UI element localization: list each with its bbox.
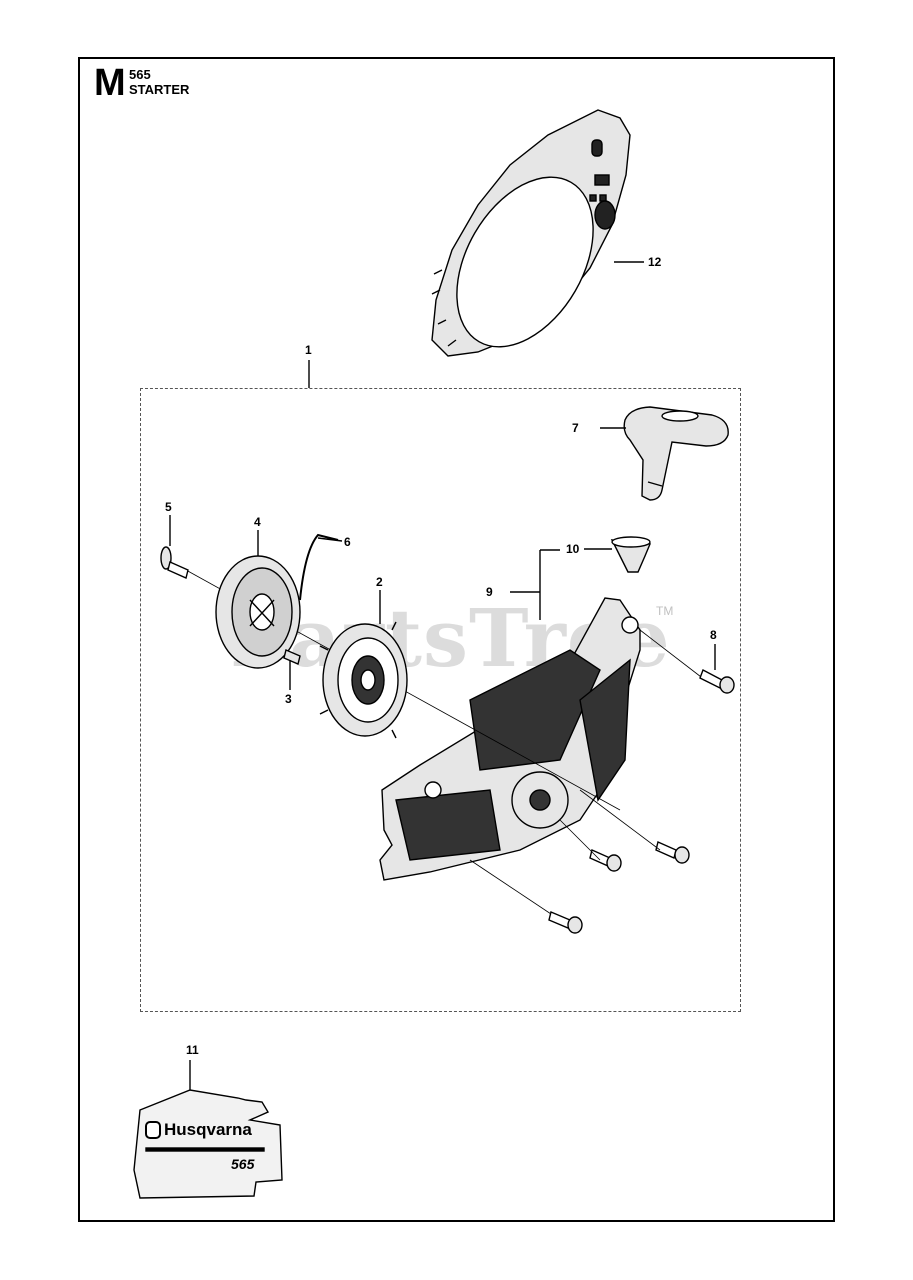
callout-12: 12: [648, 255, 662, 269]
callout-7: 7: [572, 421, 579, 435]
part-7-starter-handle: [623, 406, 729, 501]
part-5-screw: [160, 546, 189, 579]
section-letter: M: [94, 62, 126, 104]
callout-10: 10: [566, 542, 580, 556]
model-number: 565: [129, 67, 151, 82]
part-11-decal: [133, 1089, 283, 1199]
section-title: STARTER: [129, 82, 190, 97]
diagram-frame: [78, 57, 835, 1222]
callout-5: 5: [165, 500, 172, 514]
part-4-spring-cassette: [215, 555, 301, 669]
callout-9: 9: [486, 585, 493, 599]
part-2-pulley: [319, 621, 408, 739]
decal-model-text: 565: [231, 1156, 255, 1172]
callout-6: 6: [344, 535, 351, 549]
part-9-starter-cover: [379, 597, 641, 881]
part-12-fan-housing: [431, 109, 631, 357]
callout-11: 11: [186, 1043, 199, 1057]
assembly-group-box: [140, 388, 741, 1012]
callout-2: 2: [376, 575, 383, 589]
decal-brand-text: Husqvarna: [164, 1120, 252, 1139]
callout-3: 3: [285, 692, 292, 706]
part-6-starter-rope: [299, 533, 339, 601]
part-10-rope-guide: [610, 536, 652, 573]
callout-1: 1: [305, 343, 312, 357]
callout-4: 4: [254, 515, 261, 529]
callout-8: 8: [710, 628, 717, 642]
part-8-screws: [548, 669, 735, 934]
watermark-tm: TM: [656, 604, 674, 618]
part-3-pin: [283, 649, 301, 665]
